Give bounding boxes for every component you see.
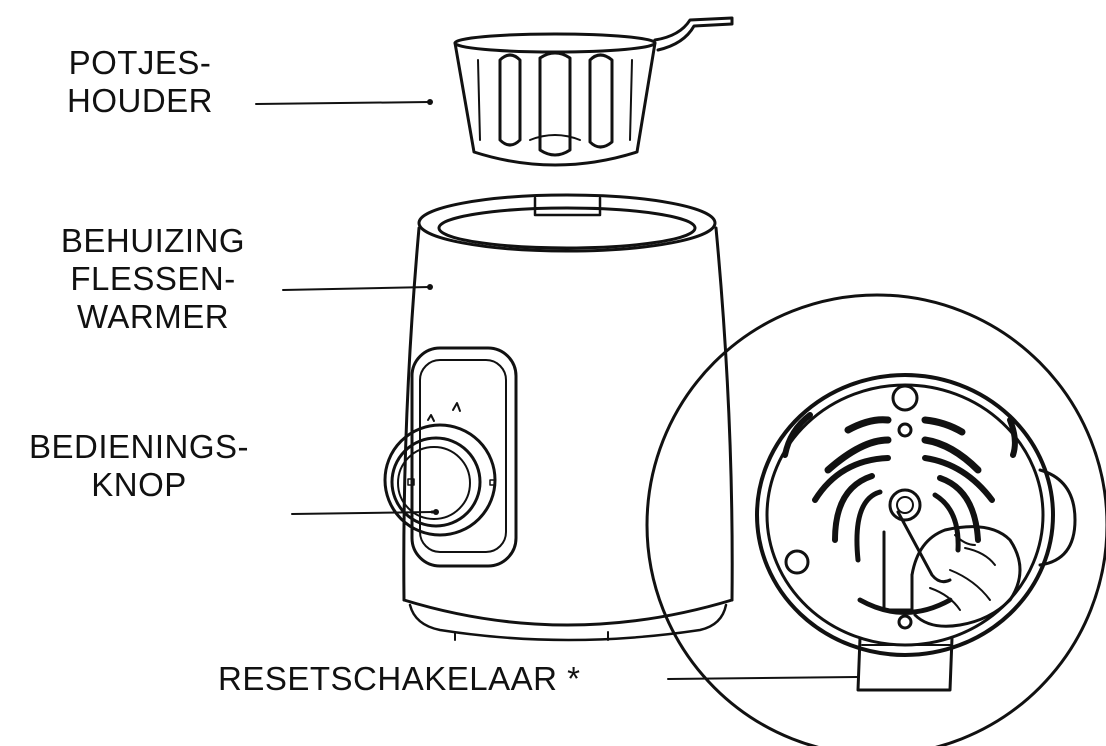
housing-drawing — [383, 193, 734, 642]
leader-control-knob — [291, 511, 433, 515]
leader-housing — [282, 286, 431, 291]
leader-lines — [255, 101, 858, 680]
label-housing-line1: BEHUIZING — [60, 222, 246, 259]
label-control-knob-line2: KNOP — [91, 466, 187, 503]
basket-holder-drawing — [453, 16, 734, 167]
label-basket-holder: POTJES- HOUDER — [48, 44, 232, 120]
leader-basket-holder — [255, 101, 431, 105]
label-housing: BEHUIZING FLESSEN- WARMER — [30, 222, 276, 336]
label-housing-line3: WARMER — [76, 298, 230, 335]
label-reset-switch-text: RESETSCHAKELAAR * — [218, 660, 581, 697]
reset-detail-magnifier — [645, 293, 1106, 746]
label-control-knob-line1: BEDIENINGS- — [28, 428, 250, 465]
label-housing-line2: FLESSEN- — [70, 260, 236, 297]
leader-reset-switch — [667, 676, 858, 680]
label-reset-switch: RESETSCHAKELAAR * — [218, 660, 648, 698]
label-basket-holder-line1: POTJES- — [68, 44, 212, 81]
label-control-knob: BEDIENINGS- KNOP — [8, 428, 270, 504]
label-basket-holder-line2: HOUDER — [66, 82, 213, 119]
